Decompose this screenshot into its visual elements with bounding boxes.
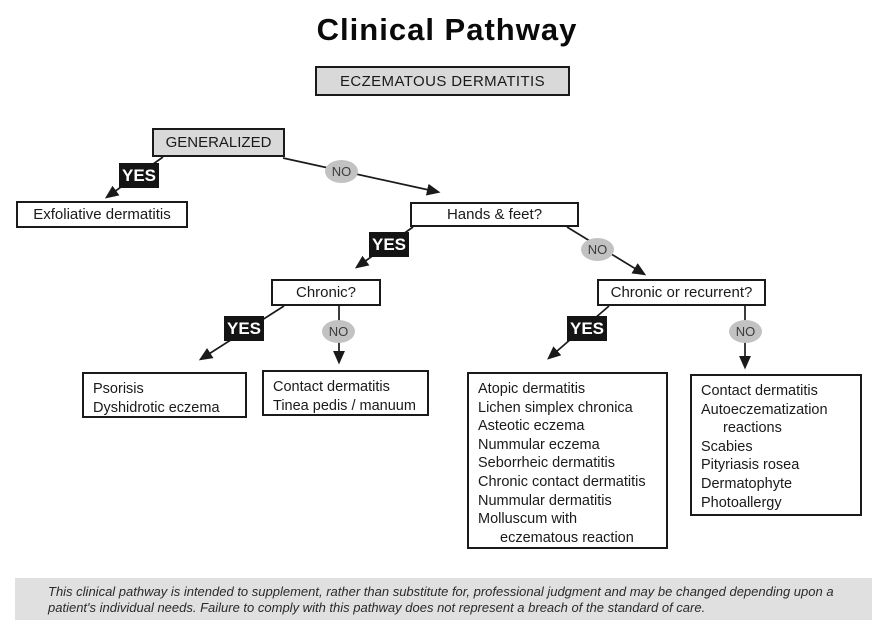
decision-generalized: GENERALIZED: [152, 128, 285, 157]
outcome-line: Dyshidrotic eczema: [93, 399, 220, 416]
disclaimer-line: patient's individual needs. Failure to c…: [48, 599, 706, 615]
outcome-line: Pityriasis rosea: [701, 457, 800, 474]
outcome-line: Lichen simplex chronica: [478, 399, 633, 416]
outcome-line: Scabies: [701, 438, 753, 455]
outcome-line: reactions: [723, 420, 782, 437]
outcome-line: Nummular dermatitis: [478, 492, 612, 509]
branch-label-yes-generalized: YES: [119, 163, 159, 188]
outcome-line: Contact dermatitis: [273, 379, 390, 395]
outcome-line: Contact dermatitis: [701, 383, 818, 399]
branch-label-no-generalized: NO: [325, 160, 358, 183]
disclaimer-line: This clinical pathway is intended to sup…: [48, 584, 834, 599]
outcome-box-chronic-yes: Psorisis Dyshidrotic eczema: [82, 372, 247, 418]
outcome-line: Tinea pedis / manuum: [273, 397, 416, 414]
branch-label-no-chronic: NO: [322, 320, 355, 343]
outcome-line: Nummular eczema: [478, 436, 600, 453]
page-title: Clinical Pathway: [316, 12, 578, 47]
outcome-line: Seborrheic dermatitis: [478, 455, 615, 472]
branch-label-yes-handsfeet: YES: [369, 232, 409, 257]
branch-label-no-handsfeet: NO: [581, 238, 614, 261]
decision-chronic-or-recurrent: Chronic or recurrent?: [597, 279, 766, 306]
outcome-box-chronic-no: Contact dermatitis Tinea pedis / manuum: [262, 370, 429, 416]
outcome-line: eczematous reaction: [500, 529, 634, 546]
outcome-line: Psorisis: [93, 381, 144, 397]
decision-hands-and-feet: Hands & feet?: [410, 202, 579, 227]
decision-chronic: Chronic?: [271, 279, 381, 306]
outcome-line: Molluscum with: [478, 511, 578, 528]
outcome-line: Dermatophyte: [701, 475, 793, 492]
outcome-box-recurrent-no: Contact dermatitis Autoeczematization re…: [690, 374, 862, 516]
branch-label-yes-chronic: YES: [224, 316, 264, 341]
outcome-exfoliative-dermatitis: Exfoliative dermatitis: [16, 201, 188, 228]
arrow-generalized-no: [282, 157, 441, 196]
branch-label-no-recurrent: NO: [729, 320, 762, 343]
branch-label-yes-recurrent: YES: [567, 316, 607, 341]
outcome-line: Chronic contact dermatitis: [478, 473, 646, 490]
outcome-line: Asteotic eczema: [478, 418, 585, 435]
outcome-box-recurrent-yes: Atopic dermatitis Lichen simplex chronic…: [467, 372, 668, 549]
disclaimer-bar: This clinical pathway is intended to sup…: [15, 578, 872, 620]
root-node-eczematous-dermatitis: ECZEMATOUS DERMATITIS: [315, 66, 570, 96]
outcome-line: Photoallergy: [701, 494, 782, 511]
outcome-line: Autoeczematization: [701, 401, 828, 418]
outcome-line: Atopic dermatitis: [478, 381, 586, 397]
